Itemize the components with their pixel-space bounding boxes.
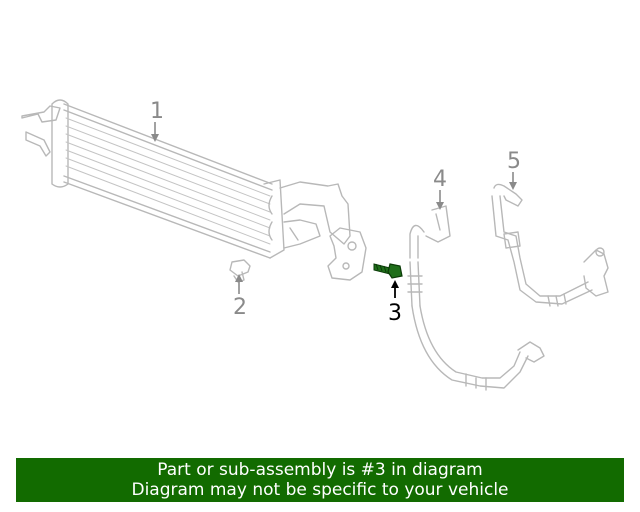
banner-line-1: Part or sub-assembly is #3 in diagram (157, 460, 483, 480)
oil-cooler-part (21, 99, 367, 281)
callout-5[interactable]: 5 (507, 149, 521, 190)
part-info-banner: Part or sub-assembly is #3 in diagram Di… (16, 458, 624, 502)
bolt-part-3-highlighted (373, 263, 403, 279)
cooler-hose-part-4 (407, 205, 545, 391)
callout-label-5: 5 (507, 149, 521, 174)
cooler-hose-part-5 (491, 183, 609, 307)
banner-line-2: Diagram may not be specific to your vehi… (131, 480, 509, 500)
callout-4[interactable]: 4 (433, 167, 447, 210)
callout-label-1: 1 (150, 99, 164, 124)
callout-label-4: 4 (433, 167, 447, 192)
callout-label-3: 3 (388, 301, 402, 326)
callout-3-active[interactable]: 3 (388, 280, 402, 326)
callout-label-2: 2 (233, 295, 247, 320)
callout-1[interactable]: 1 (150, 99, 164, 142)
callout-2[interactable]: 2 (233, 274, 247, 320)
